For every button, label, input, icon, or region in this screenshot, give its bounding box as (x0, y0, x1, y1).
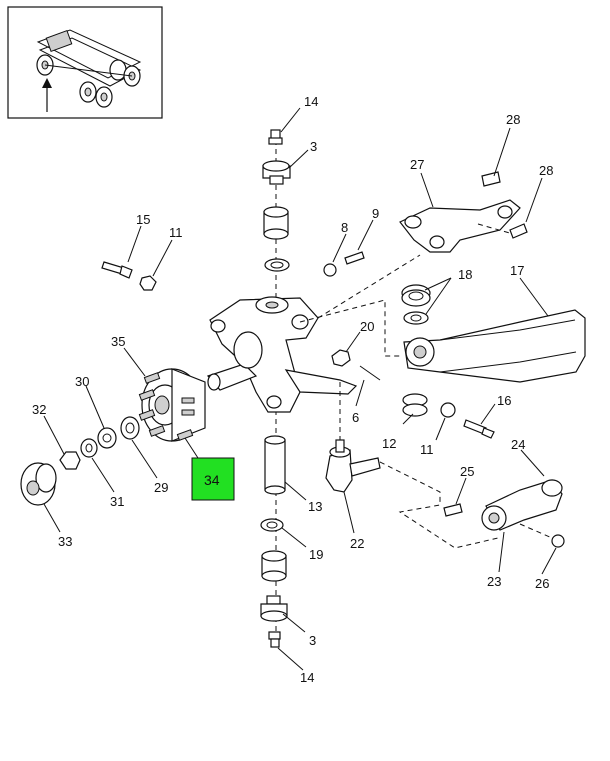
lock-nut-right (440, 402, 456, 418)
nut-8 (323, 263, 337, 277)
locator-inset (7, 6, 163, 119)
callout-27: 27 (410, 157, 424, 172)
callout-12: 12 (382, 436, 396, 451)
tie-rod-tube (541, 479, 563, 497)
lock-nut-left (139, 275, 157, 291)
callout-11-right: 11 (420, 442, 434, 457)
bushing-top (263, 206, 289, 240)
callout-34: 34 (204, 472, 220, 488)
callout-33: 33 (58, 534, 72, 549)
callout-28-top: 28 (506, 112, 520, 127)
callout-18: 18 (458, 267, 472, 282)
callout-6: 6 (352, 410, 359, 425)
cotter-pin (359, 365, 381, 381)
castle-nut (331, 349, 351, 367)
callout-24: 24 (511, 437, 525, 452)
clamp-nut (551, 534, 565, 548)
callout-19: 19 (309, 547, 323, 562)
grease-fitting-top (268, 129, 283, 145)
callouts: 14 3 28 27 28 15 11 8 9 18 17 35 20 30 3… (32, 94, 553, 685)
callout-16: 16 (497, 393, 511, 408)
bushing-12 (402, 393, 428, 417)
callout-31: 31 (110, 494, 124, 509)
bushing-18-mid (403, 311, 429, 325)
wheel-studs (138, 372, 195, 441)
wheel-hub (141, 368, 206, 442)
bolt-28b (509, 223, 528, 239)
spindle-nut-outer (59, 451, 81, 470)
callout-26: 26 (535, 576, 549, 591)
location-arrow-icon (42, 78, 52, 112)
callout-30: 30 (75, 374, 89, 389)
hub-cap (20, 462, 57, 506)
callout-13: 13 (308, 499, 322, 514)
callout-25: 25 (460, 464, 474, 479)
clamp-bolt (443, 503, 463, 517)
callout-29: 29 (154, 480, 168, 495)
leader-lines (43, 107, 557, 671)
bushing-bottom (261, 550, 287, 582)
bearing-washer (120, 416, 140, 440)
bushing-18-top (401, 284, 431, 307)
callout-20: 20 (360, 319, 374, 334)
callout-15: 15 (136, 212, 150, 227)
kingpin-cap-bottom (260, 595, 288, 622)
steering-arm-27 (399, 199, 521, 253)
axle-beam (403, 309, 586, 383)
callout-14-bottom: 14 (300, 670, 314, 685)
callout-14-top: 14 (304, 94, 318, 109)
callout-11-left: 11 (169, 225, 183, 240)
spindle-nut-inner (97, 427, 117, 449)
grease-fitting-bottom (268, 631, 281, 648)
callout-23: 23 (487, 574, 501, 589)
kingpin-cap-top (262, 160, 291, 185)
callout-3-top: 3 (310, 139, 317, 154)
kingpin-assembly (260, 129, 291, 648)
callout-3-bottom: 3 (309, 633, 316, 648)
tie-rod-end (325, 382, 381, 493)
callout-17: 17 (510, 263, 524, 278)
tie-bolt-right (463, 419, 495, 439)
kingpin (264, 435, 286, 495)
callout-22: 22 (350, 536, 364, 551)
washer-bottom (260, 518, 284, 532)
callout-8: 8 (341, 220, 348, 235)
bolt-28a (481, 171, 501, 187)
chassis-thumbnail (36, 29, 142, 108)
washer-top (264, 258, 290, 272)
lock-washer (80, 438, 98, 458)
callout-28-right: 28 (539, 163, 553, 178)
bolt-9 (344, 251, 365, 265)
callout-35: 35 (111, 334, 125, 349)
steering-knuckle (206, 296, 358, 413)
callout-32: 32 (32, 402, 46, 417)
highlighted-callout-34[interactable]: 34 (191, 457, 235, 501)
callout-9: 9 (372, 206, 379, 221)
tie-bolt-left (101, 261, 133, 279)
